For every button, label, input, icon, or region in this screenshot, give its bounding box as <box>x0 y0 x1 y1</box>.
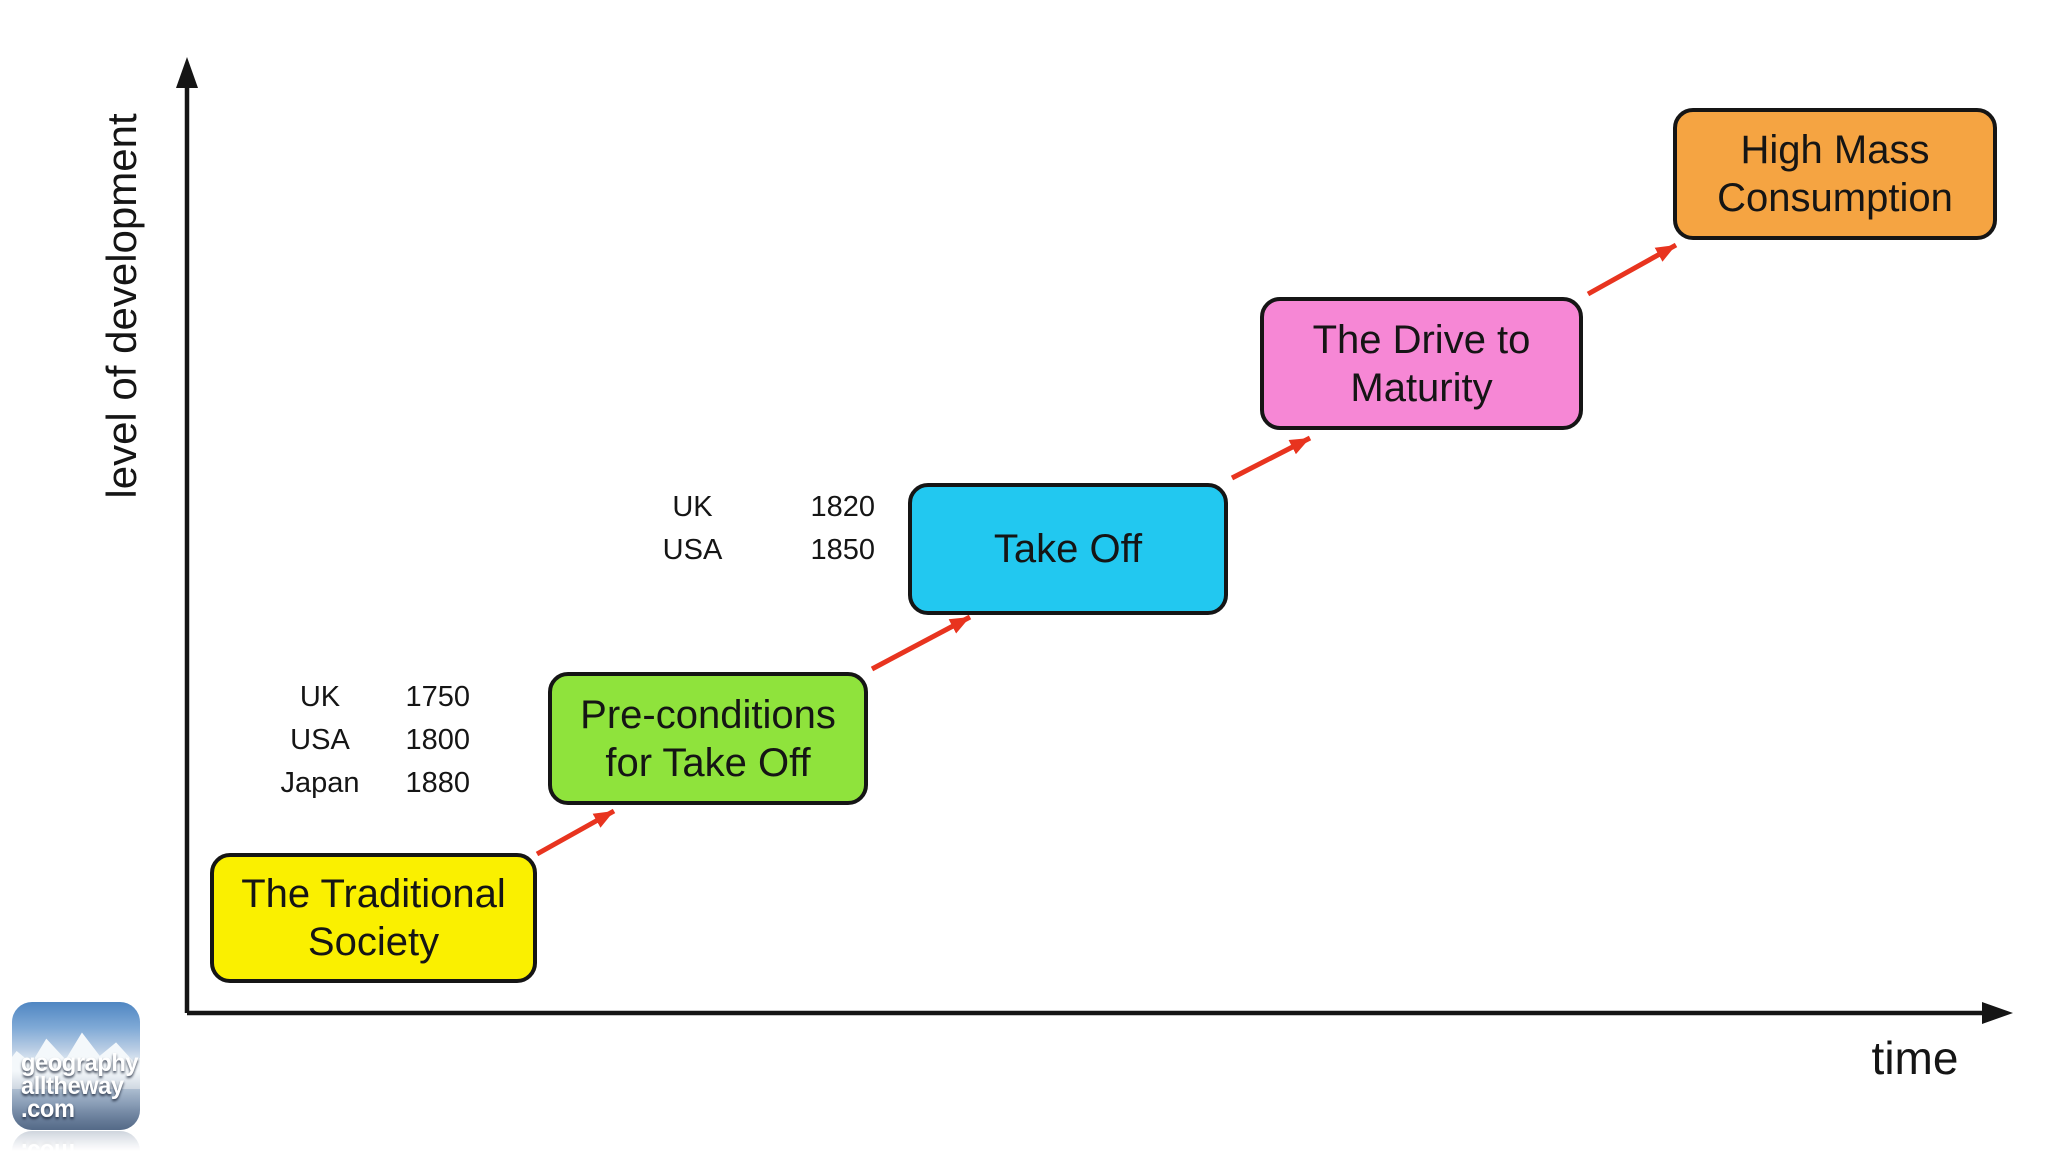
stage-label-line: Pre-conditions <box>580 692 836 737</box>
logo-geographyalltheway: geography alltheway .com <box>12 1002 140 1130</box>
stage-label-line: Take Off <box>993 527 1143 571</box>
stage-label-line: for Take Off <box>605 740 811 785</box>
annotation-country: UK <box>299 681 341 713</box>
x-axis-arrowhead-icon <box>1982 1002 2013 1024</box>
y-axis-label: level of development <box>98 113 145 499</box>
annotation-year: 1850 <box>810 534 875 566</box>
stage-label-line: The Traditional <box>241 872 506 916</box>
logo-mountain-image: geography alltheway .com <box>12 1002 140 1130</box>
stage-box-preconditions-for-take-off: Pre-conditions for Take Off <box>548 672 868 805</box>
stage-label-line: Society <box>307 920 440 964</box>
logo-reflection: geography alltheway .com <box>12 1131 140 1152</box>
annotation-country: USA <box>662 534 723 566</box>
annotation-year: 1750 <box>405 681 470 713</box>
annotation-year: 1800 <box>405 724 470 756</box>
x-axis-label: time <box>1871 1032 1959 1084</box>
annotation-preconditions-years: UK 1750 USA 1800 Japan 1880 <box>260 676 470 805</box>
annotation-country: USA <box>290 724 350 756</box>
arrow-maturity-to-consumption <box>1586 242 1678 297</box>
stage-box-drive-to-maturity: The Drive to Maturity <box>1260 297 1583 430</box>
logo-shading <box>12 1071 140 1130</box>
logo-text-line: geography <box>21 1049 139 1077</box>
annotation-takeoff-years: UK 1820 USA 1850 <box>635 486 875 572</box>
stage-label-line: Maturity <box>1350 365 1493 410</box>
arrow-traditional-to-preconditions <box>535 808 616 857</box>
logo-text-line: .com <box>21 1095 75 1123</box>
annotation-year: 1880 <box>405 767 470 799</box>
stage-label-line: Consumption <box>1717 176 1953 220</box>
annotation-country: Japan <box>280 767 360 799</box>
logo-text: geography alltheway .com <box>21 1049 139 1123</box>
annotation-year: 1820 <box>810 491 875 523</box>
arrow-preconditions-to-takeoff <box>870 614 972 672</box>
stage-box-traditional-society: The Traditional Society <box>210 853 537 983</box>
stage-label-line: The Drive to <box>1312 317 1531 362</box>
annotation-country: UK <box>672 491 713 523</box>
logo-text-line: alltheway <box>21 1072 124 1100</box>
stage-box-take-off: Take Off <box>908 483 1228 615</box>
arrow-takeoff-to-maturity <box>1230 435 1312 481</box>
stage-label-line: High Mass <box>1740 128 1930 172</box>
y-axis-arrowhead-icon <box>176 57 198 88</box>
stage-box-high-mass-consumption: High Mass Consumption <box>1673 108 1997 240</box>
